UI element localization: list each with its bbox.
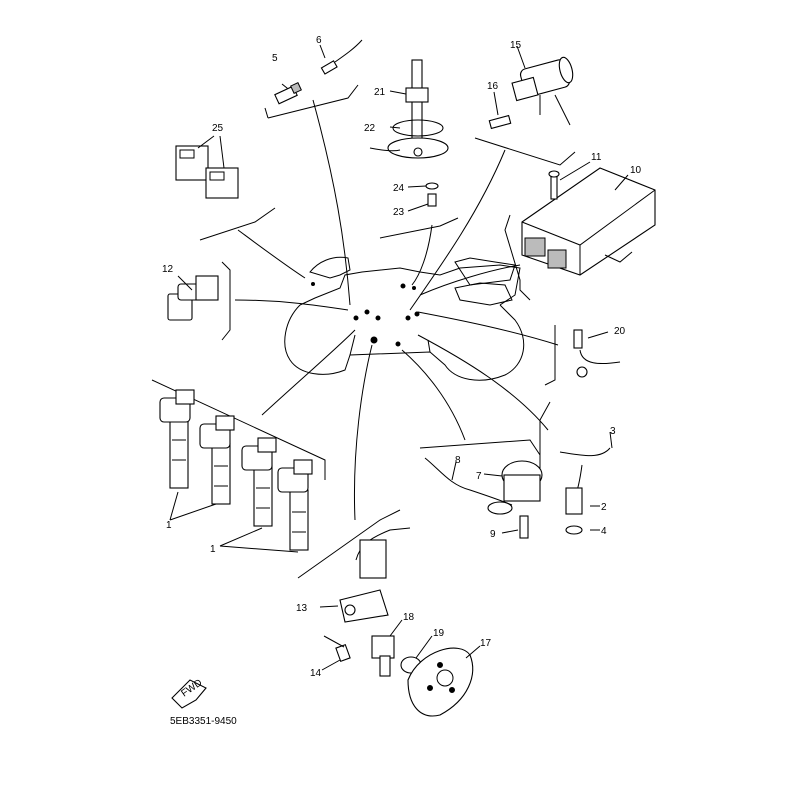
part-7-8-9-sensor [424, 457, 543, 539]
part-13-14-pickup [319, 527, 411, 671]
callout-8: 8 [455, 455, 461, 466]
callout-14: 14 [310, 668, 322, 679]
part-17-18-19-rotor [371, 619, 481, 717]
part-15-16-relay [488, 45, 574, 130]
callout-12: 12 [162, 264, 174, 275]
callouts: 1 1 2 3 4 5 6 7 8 9 10 11 12 13 14 15 16… [162, 35, 642, 679]
callout-17: 17 [480, 638, 492, 649]
callout-19: 19 [433, 628, 445, 639]
part-1-ignition-coils [159, 389, 313, 553]
callout-9: 9 [490, 529, 496, 540]
part-21-22-fuel-sender [369, 59, 449, 159]
group-brackets [151, 84, 576, 579]
fwd-arrow: FWD [171, 677, 207, 709]
leader-lines [234, 99, 559, 521]
part-6-lead [319, 39, 363, 75]
callout-16: 16 [487, 81, 499, 92]
callout-13: 13 [296, 603, 308, 614]
callout-23: 23 [393, 207, 405, 218]
callout-25: 25 [212, 123, 224, 134]
part-25-connectors [175, 135, 239, 199]
callout-21: 21 [374, 87, 386, 98]
callout-18: 18 [403, 612, 415, 623]
callout-10: 10 [630, 165, 642, 176]
callout-3: 3 [610, 426, 616, 437]
callout-4: 4 [601, 526, 607, 537]
part-12-temp-sensor [167, 275, 219, 321]
callout-7: 7 [476, 471, 482, 482]
callout-15: 15 [510, 40, 522, 51]
callout-5: 5 [272, 53, 278, 64]
callout-1: 1 [166, 520, 172, 531]
callout-20: 20 [614, 326, 626, 337]
motorcycle-silhouette [284, 256, 525, 381]
callout-22: 22 [364, 123, 376, 134]
callout-2: 2 [601, 502, 607, 513]
part-5-switch [274, 82, 302, 105]
part-20-ground-lead [573, 329, 621, 378]
part-2-3-4-switch [559, 431, 613, 535]
part-10-ecu [521, 161, 656, 276]
diagram-code: 5EB3351-9450 [170, 716, 237, 727]
callout-11: 11 [591, 152, 602, 163]
callout-24: 24 [393, 183, 405, 194]
callout-1: 1 [210, 544, 216, 555]
callout-6: 6 [316, 35, 322, 46]
part-23-24-screw-washer [407, 182, 439, 212]
